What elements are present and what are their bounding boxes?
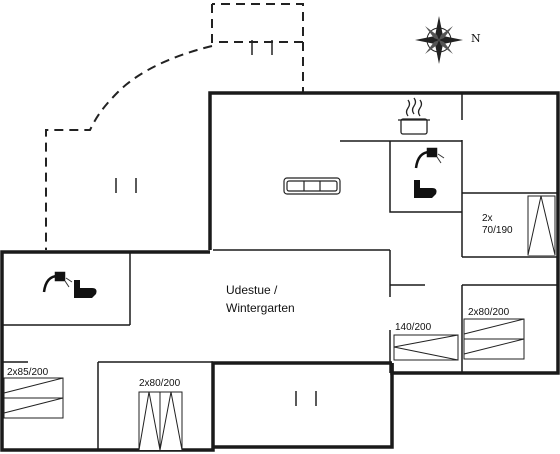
room-label-wintergarden-line1: Udestue / [226, 283, 278, 297]
bed-label-bunk-line1: 2x [482, 213, 493, 224]
bed-bunk-right [527, 195, 556, 256]
bed-label-2x85: 2x85/200 [7, 367, 49, 378]
exterior-walls [0, 91, 560, 452]
cooking-pot-icon [398, 97, 430, 135]
interior-walls [2, 93, 558, 450]
bed-2x80-right [463, 318, 525, 360]
bed-2x80-bottom [138, 391, 183, 451]
toilet-icon [74, 280, 97, 298]
shower-icon [42, 271, 73, 293]
room-label-wintergarden-line2: Wintergarten [226, 301, 295, 315]
shower-icon [414, 147, 445, 169]
bed-label-bunk-line2: 70/190 [482, 225, 513, 236]
bed-140 [393, 334, 459, 361]
toilet-icon [414, 180, 437, 198]
sofa-icon [283, 177, 341, 195]
bed-label-2x80-bottom: 2x80/200 [139, 378, 181, 389]
bed-2x85 [3, 377, 64, 419]
terrace-dashed-outline [45, 3, 304, 250]
bed-label-140: 140/200 [395, 322, 432, 333]
terrace-marks [115, 40, 317, 406]
compass-north-label: N [471, 32, 481, 45]
bed-label-2x80-right: 2x80/200 [468, 307, 510, 318]
compass-rose-icon [415, 16, 463, 64]
